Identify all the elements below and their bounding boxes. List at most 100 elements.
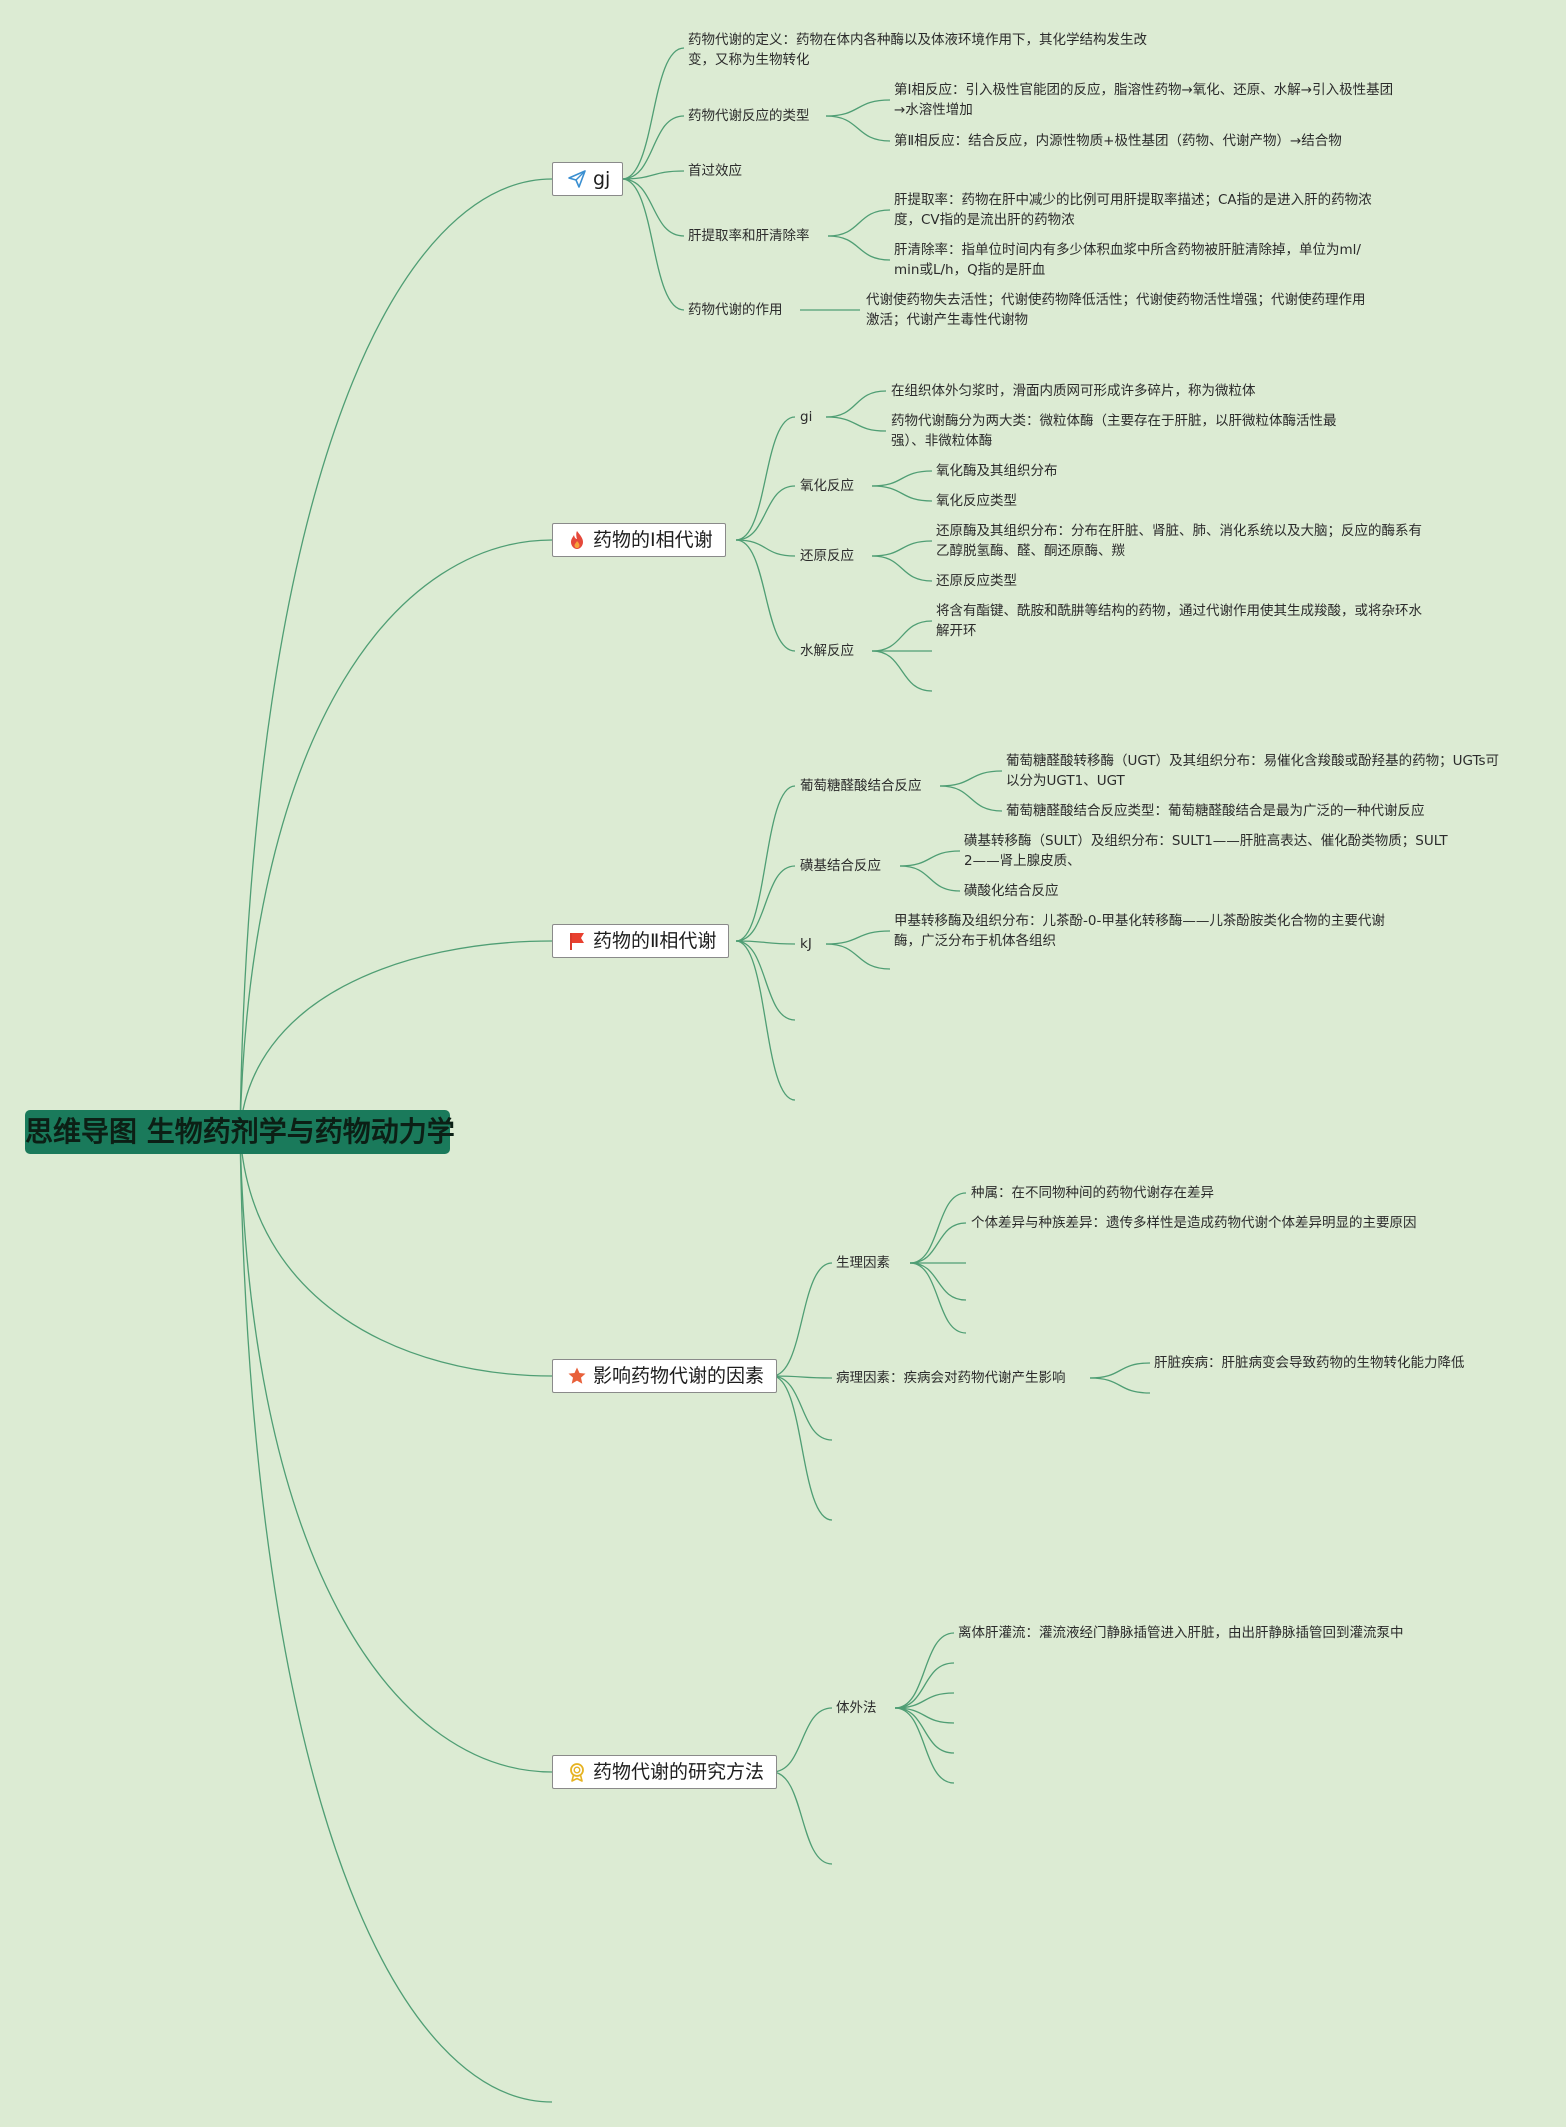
connector-line	[621, 178, 685, 237]
connector-line	[735, 940, 796, 1021]
branch-topic-influencing-factors[interactable]: 影响药物代谢的因素	[552, 1359, 778, 1393]
connector-line	[899, 850, 961, 867]
leaf-topic[interactable]: 磺基转移酶（SULT）及组织分布：SULT1——肝脏高表达、催化酚类物质；SUL…	[964, 833, 1448, 869]
sub-topic[interactable]: 生理因素	[836, 1255, 890, 1271]
connector-line	[909, 1262, 967, 1301]
root-connector-line	[239, 940, 553, 1133]
branch-label: 药物的Ⅱ相代谢	[593, 930, 717, 952]
connector-line	[871, 555, 933, 582]
connector-line	[894, 1692, 955, 1709]
connector-line	[939, 770, 1003, 787]
branch-label: gj	[593, 168, 611, 190]
connector-line	[825, 943, 891, 970]
connector-line	[871, 540, 933, 557]
connector-line	[735, 539, 796, 652]
connector-line	[771, 1375, 833, 1441]
leaf-topic[interactable]: 第Ⅰ相反应：引入极性官能团的反应，脂溶性药物→氧化、还原、水解→引入极性基团→水…	[894, 82, 1394, 118]
connector-line	[825, 416, 887, 432]
connector-line	[909, 1222, 967, 1264]
connector-line	[871, 650, 933, 692]
leaf-topic[interactable]: 在组织体外匀浆时，滑面内质网可形成许多碎片，称为微粒体	[891, 383, 1256, 399]
connector-line	[771, 1771, 833, 1865]
connector-line	[621, 115, 685, 180]
connector-line	[735, 485, 796, 541]
connector-line	[735, 416, 796, 541]
leaf-topic[interactable]: 离体肝灌流：灌流液经门静脉插管进入肝脏，由出肝静脉插管回到灌流泵中	[958, 1625, 1404, 1641]
connector-line	[825, 99, 891, 117]
branch-topic-phase-2-metabolism[interactable]: 药物的Ⅱ相代谢	[552, 924, 730, 958]
connector-line	[771, 1262, 833, 1377]
leaf-topic[interactable]: 氧化酶及其组织分布	[936, 463, 1058, 479]
connector-line	[894, 1707, 955, 1784]
connector-line	[871, 620, 933, 652]
connector-line	[899, 865, 961, 892]
medal-icon	[567, 1762, 587, 1782]
branch-label: 药物代谢的研究方法	[593, 1761, 765, 1783]
leaf-topic[interactable]: 肝提取率：药物在肝中减少的比例可用肝提取率描述；CA指的是进入肝的药物浓度，CV…	[894, 192, 1372, 228]
sub-topic[interactable]: 药物代谢的定义：药物在体内各种酶以及体液环境作用下，其化学结构发生改变，又称为生…	[688, 32, 1147, 68]
sub-topic[interactable]: 药物代谢反应的类型	[688, 108, 810, 124]
connector-line	[825, 930, 891, 945]
sub-topic[interactable]: 体外法	[836, 1700, 877, 1716]
connector-line	[825, 390, 887, 418]
sub-topic[interactable]: 水解反应	[800, 643, 854, 659]
connector-line	[1089, 1362, 1151, 1379]
connector-line	[735, 940, 796, 1101]
leaf-topic[interactable]: 氧化反应类型	[936, 493, 1017, 509]
flag-icon	[567, 931, 587, 951]
connector-line	[621, 178, 685, 311]
root-connector-line	[239, 1131, 553, 1377]
leaf-topic[interactable]: 种属：在不同物种间的药物代谢存在差异	[971, 1185, 1214, 1201]
branch-label: 药物的Ⅰ相代谢	[593, 529, 713, 551]
root-connector-line	[239, 539, 553, 1133]
leaf-topic[interactable]: 葡萄糖醛酸结合反应类型：葡萄糖醛酸结合是最为广泛的一种代谢反应	[1006, 803, 1425, 819]
connector-line	[621, 47, 685, 180]
leaf-topic[interactable]: 葡萄糖醛酸转移酶（UGT）及其组织分布：易催化含羧酸或酚羟基的药物；UGTs可以…	[1006, 753, 1500, 789]
leaf-topic[interactable]: 还原酶及其组织分布：分布在肝脏、肾脏、肺、消化系统以及大脑；反应的酶系有乙醇脱氢…	[936, 523, 1422, 559]
connector-line	[909, 1192, 967, 1264]
leaf-topic[interactable]: 肝清除率：指单位时间内有多少体积血浆中所含药物被肝脏清除掉，单位为ml/min或…	[894, 242, 1361, 278]
leaf-topic[interactable]: 还原反应类型	[936, 573, 1017, 589]
leaf-topic[interactable]: 药物代谢酶分为两大类：微粒体酶（主要存在于肝脏，以肝微粒体酶活性最强）、非微粒体…	[891, 413, 1337, 449]
connector-line	[939, 785, 1003, 812]
sub-topic[interactable]: 氧化反应	[800, 478, 854, 494]
connector-line	[909, 1262, 967, 1334]
sub-topic[interactable]: 首过效应	[688, 163, 742, 179]
root-topic[interactable]: 思维导图 生物药剂学与药物动力学	[25, 1110, 455, 1154]
sub-topic[interactable]: 病理因素：疾病会对药物代谢产生影响	[836, 1370, 1066, 1386]
leaf-topic[interactable]: 个体差异与种族差异：遗传多样性是造成药物代谢个体差异明显的主要原因	[971, 1215, 1417, 1231]
leaf-topic[interactable]: 将含有酯键、酰胺和酰肼等结构的药物，通过代谢作用使其生成羧酸，或将杂环水解开环	[936, 603, 1422, 639]
sub-topic[interactable]: 磺基结合反应	[800, 858, 881, 874]
leaf-topic[interactable]: 第Ⅱ相反应：结合反应，内源性物质+极性基团（药物、代谢产物）→结合物	[894, 133, 1342, 149]
branch-topic-gj[interactable]: gj	[552, 162, 624, 196]
leaf-topic[interactable]: 甲基转移酶及组织分布：儿茶酚-0-甲基化转移酶——儿茶酚胺类化合物的主要代谢酶，…	[894, 913, 1385, 949]
sub-topic[interactable]: 葡萄糖醛酸结合反应	[800, 778, 922, 794]
sub-topic[interactable]: 肝提取率和肝清除率	[688, 228, 810, 244]
leaf-topic[interactable]: 代谢使药物失去活性；代谢使药物降低活性；代谢使药物活性增强；代谢使药理作用激活；…	[866, 292, 1366, 328]
connector-line	[894, 1632, 955, 1709]
connector-line	[771, 1707, 833, 1773]
connector-line	[1089, 1377, 1151, 1394]
connector-line	[771, 1375, 833, 1521]
connector-line	[827, 235, 891, 261]
sub-topic[interactable]: 药物代谢的作用	[688, 302, 783, 318]
connector-line	[827, 209, 891, 237]
leaf-topic[interactable]: 肝脏疾病：肝脏病变会导致药物的生物转化能力降低	[1154, 1355, 1465, 1371]
branch-topic-research-methods[interactable]: 药物代谢的研究方法	[552, 1755, 778, 1789]
sub-topic[interactable]: gi	[800, 409, 813, 425]
branch-topic-phase-1-metabolism[interactable]: 药物的Ⅰ相代谢	[552, 523, 726, 557]
connector-line	[894, 1707, 955, 1754]
leaf-topic[interactable]: 磺酸化结合反应	[964, 883, 1059, 899]
root-connector-line	[239, 178, 553, 1133]
connector-line	[735, 865, 796, 942]
connector-line	[871, 485, 933, 502]
paper-plane-icon	[567, 169, 587, 189]
connector-line	[894, 1662, 955, 1709]
root-connector-line	[239, 1131, 553, 2103]
sub-topic[interactable]: 还原反应	[800, 548, 854, 564]
connector-line	[735, 539, 796, 557]
connector-line	[771, 1375, 833, 1379]
sub-topic[interactable]: kJ	[800, 936, 812, 952]
